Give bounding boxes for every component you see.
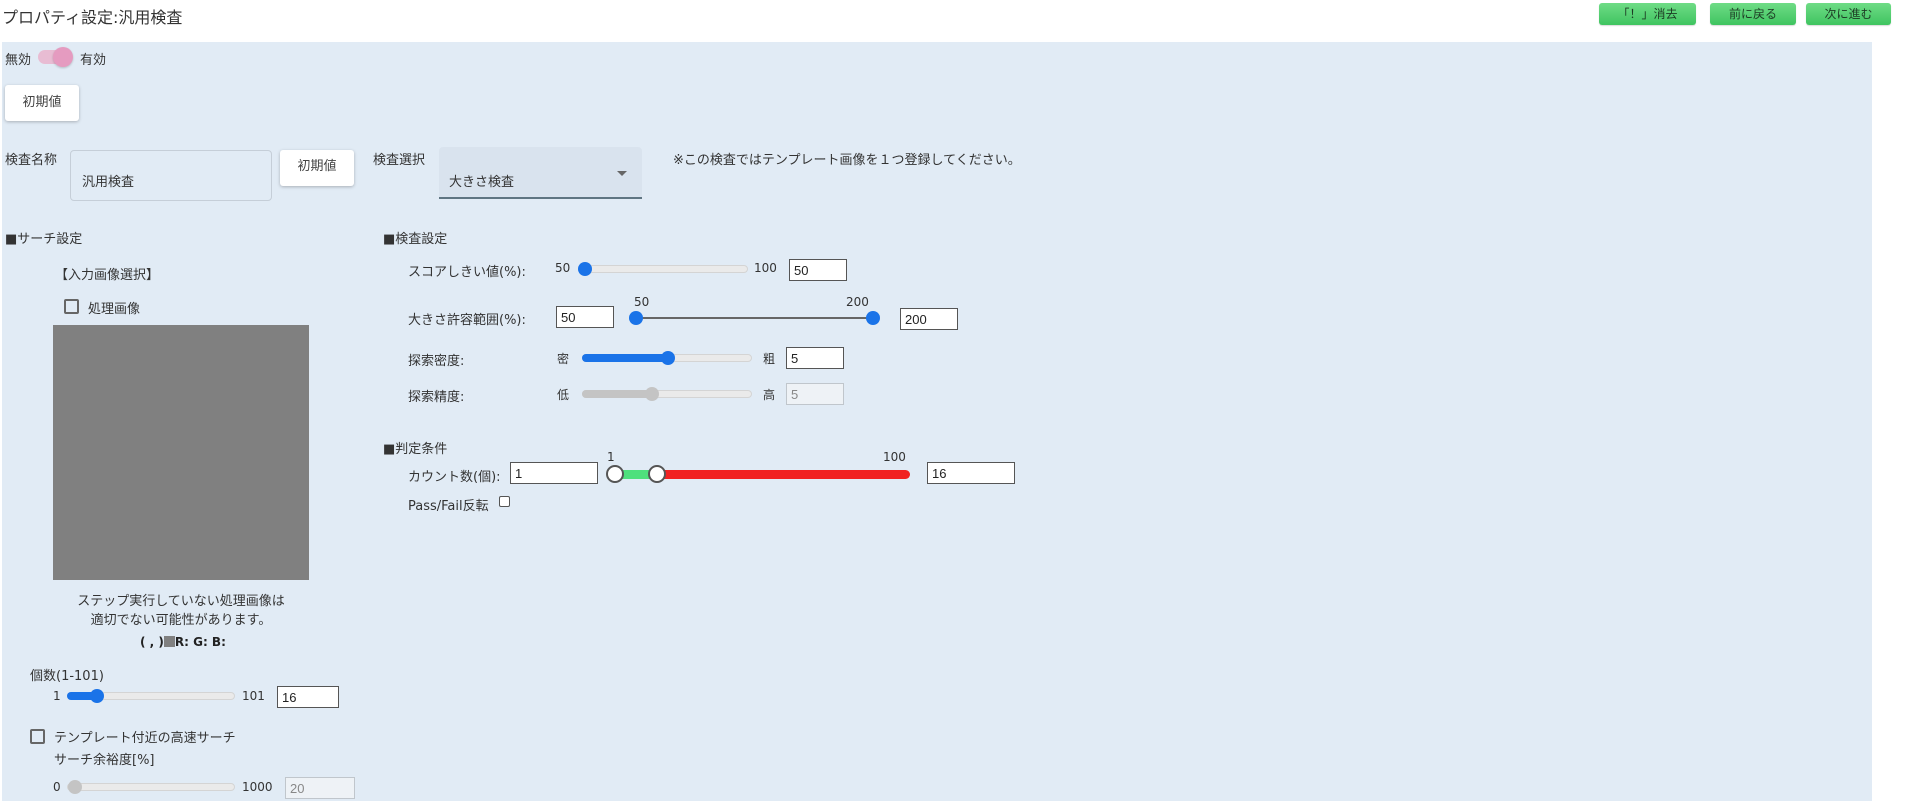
toggle-off-label: 無効 bbox=[5, 53, 32, 68]
pass-fail-invert-checkbox[interactable] bbox=[499, 496, 510, 507]
density-slider-fill bbox=[582, 354, 668, 362]
fast-search-checkbox[interactable] bbox=[30, 729, 45, 744]
clear-alerts-button[interactable]: 「！」消去 bbox=[1599, 3, 1696, 25]
search-settings-heading: ■サーチ設定 bbox=[5, 232, 83, 247]
inspection-select-label: 検査選択 bbox=[373, 153, 426, 168]
score-threshold-max: 100 bbox=[754, 261, 777, 275]
count-pass-range bbox=[616, 470, 660, 479]
size-range-label: 大きさ許容範囲(%): bbox=[408, 313, 526, 328]
size-range-low-thumb[interactable] bbox=[629, 311, 643, 325]
inspection-type-selected: 大きさ検査 bbox=[449, 175, 515, 190]
pixel-info: ( , ) R: G: B: bbox=[140, 635, 226, 649]
size-range-high-thumb[interactable] bbox=[866, 311, 880, 325]
score-threshold-input[interactable] bbox=[789, 259, 847, 281]
margin-slider-track bbox=[67, 783, 235, 791]
margin-input[interactable] bbox=[285, 777, 355, 799]
size-range-high-tick: 200 bbox=[846, 295, 869, 309]
page-title: プロパティ設定:汎用検査 bbox=[2, 8, 183, 27]
size-range-low-tick: 50 bbox=[634, 295, 650, 309]
inspection-name-value: 汎用検査 bbox=[82, 175, 135, 190]
enable-toggle[interactable] bbox=[38, 47, 76, 67]
next-button[interactable]: 次に進む bbox=[1806, 3, 1891, 25]
inspection-name-label: 検査名称 bbox=[5, 153, 58, 168]
back-button[interactable]: 前に戻る bbox=[1710, 3, 1796, 25]
judgement-heading: ■判定条件 bbox=[383, 442, 448, 457]
toggle-on-label: 有効 bbox=[80, 53, 107, 68]
inspection-name-field[interactable]: 汎用検査 bbox=[70, 150, 272, 201]
count-fail-range bbox=[656, 470, 910, 479]
pixel-rgb: R: G: B: bbox=[174, 635, 226, 649]
fast-search-label: テンプレート付近の高速サーチ bbox=[54, 731, 236, 746]
search-precision-slider[interactable] bbox=[582, 387, 752, 401]
search-density-input[interactable] bbox=[786, 347, 844, 369]
inspection-settings-heading: ■検査設定 bbox=[383, 232, 448, 247]
count-input[interactable] bbox=[277, 686, 339, 708]
count-label: 個数(1-101) bbox=[30, 669, 104, 684]
score-threshold-slider[interactable] bbox=[578, 262, 748, 276]
pass-fail-invert-label: Pass/Fail反転 bbox=[408, 499, 489, 514]
count-min-tick: 1 bbox=[607, 450, 615, 464]
margin-slider[interactable] bbox=[67, 780, 235, 794]
search-precision-input[interactable] bbox=[786, 383, 844, 405]
processed-image-checkbox[interactable] bbox=[64, 299, 79, 314]
density-slider-thumb[interactable] bbox=[661, 351, 675, 365]
count-range-slider[interactable] bbox=[606, 464, 910, 484]
search-margin-label: サーチ余裕度[%] bbox=[54, 753, 155, 768]
template-notice: ※この検査ではテンプレート画像を１つ登録してください。 bbox=[673, 153, 1021, 168]
toggle-thumb bbox=[53, 47, 73, 67]
count-low-thumb[interactable] bbox=[606, 465, 624, 483]
size-range-high-input[interactable] bbox=[900, 308, 958, 330]
count-min: 1 bbox=[53, 689, 61, 703]
search-precision-label: 探索精度: bbox=[408, 390, 465, 405]
score-threshold-label: スコアしきい値(%): bbox=[408, 265, 526, 280]
input-image-heading: 【入力画像選択】 bbox=[55, 268, 160, 283]
count-max: 101 bbox=[242, 689, 265, 703]
inspection-name-reset-button[interactable]: 初期値 bbox=[280, 150, 354, 186]
count-low-input[interactable] bbox=[510, 462, 598, 484]
count-slider[interactable] bbox=[67, 689, 235, 703]
dropdown-arrow-icon bbox=[617, 171, 627, 176]
search-precision-max-label: 高 bbox=[763, 388, 776, 402]
score-slider-track bbox=[578, 265, 748, 273]
processed-image-label: 処理画像 bbox=[88, 302, 141, 317]
warning-line-1: ステップ実行していない処理画像は bbox=[77, 594, 285, 609]
count-condition-label: カウント数(個): bbox=[408, 470, 501, 485]
count-high-thumb[interactable] bbox=[648, 465, 666, 483]
precision-slider-thumb[interactable] bbox=[645, 387, 659, 401]
pixel-coords: ( , ) bbox=[140, 635, 164, 649]
count-slider-thumb[interactable] bbox=[90, 689, 104, 703]
score-threshold-min: 50 bbox=[555, 261, 571, 275]
count-high-input[interactable] bbox=[927, 462, 1015, 484]
pixel-color-swatch bbox=[163, 636, 175, 647]
margin-slider-thumb[interactable] bbox=[68, 780, 82, 794]
size-range-track bbox=[635, 317, 873, 319]
search-density-label: 探索密度: bbox=[408, 354, 465, 369]
score-slider-thumb[interactable] bbox=[578, 262, 592, 276]
image-preview[interactable] bbox=[53, 325, 309, 580]
count-max-tick: 100 bbox=[883, 450, 906, 464]
precision-slider-fill bbox=[582, 390, 652, 398]
search-density-max-label: 粗 bbox=[763, 352, 776, 366]
size-range-low-input[interactable] bbox=[556, 306, 614, 328]
search-density-min-label: 密 bbox=[557, 352, 570, 366]
margin-max: 1000 bbox=[242, 780, 273, 794]
search-precision-min-label: 低 bbox=[557, 388, 570, 402]
warning-line-2: 適切でない可能性があります。 bbox=[90, 613, 272, 628]
size-range-slider[interactable] bbox=[629, 310, 881, 326]
search-density-slider[interactable] bbox=[582, 351, 752, 365]
margin-min: 0 bbox=[53, 780, 61, 794]
reset-defaults-button[interactable]: 初期値 bbox=[5, 85, 79, 121]
count-slider-fill bbox=[67, 692, 97, 700]
inspection-type-select[interactable]: 大きさ検査 bbox=[439, 147, 642, 199]
